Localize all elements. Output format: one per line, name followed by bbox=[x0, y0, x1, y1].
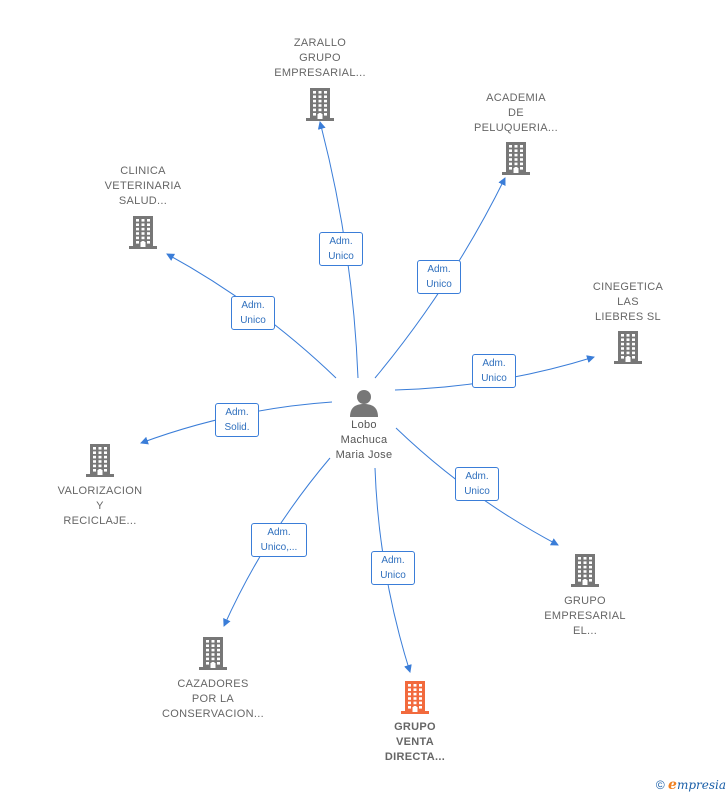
company-name: GRUPO VENTA DIRECTA... bbox=[355, 720, 475, 765]
role-label-zarallo[interactable]: Adm. Unico bbox=[319, 232, 363, 266]
role-label-line: Adm. bbox=[482, 358, 506, 369]
building-icon-wrap bbox=[260, 87, 380, 121]
copyright-symbol: © bbox=[655, 778, 665, 792]
role-label-grupo-venta[interactable]: Adm. Unico bbox=[371, 551, 415, 585]
person-name-line: Lobo bbox=[351, 419, 377, 431]
company-node-grupo-empresarial[interactable]: GRUPO EMPRESARIAL EL... bbox=[525, 553, 645, 639]
company-name-line: CONSERVACION... bbox=[162, 708, 264, 720]
role-label-academia[interactable]: Adm. Unico bbox=[417, 260, 461, 294]
company-node-cazadores[interactable]: CAZADORES POR LA CONSERVACION... bbox=[153, 636, 273, 722]
role-label-line: Unico bbox=[240, 315, 266, 326]
building-icon-wrap bbox=[355, 680, 475, 714]
company-name-line: DE bbox=[508, 107, 524, 119]
role-label-cazadores[interactable]: Adm. Unico,... bbox=[251, 523, 307, 557]
building-icon-wrap bbox=[525, 553, 645, 587]
company-name-line: CINEGETICA bbox=[592, 281, 664, 293]
company-name-line: VENTA bbox=[396, 736, 434, 748]
role-label-line: Adm. bbox=[241, 300, 265, 311]
role-label-line: Unico bbox=[481, 373, 507, 384]
company-name: CAZADORES POR LA CONSERVACION... bbox=[153, 677, 273, 722]
company-node-academia[interactable]: ACADEMIA DE PELUQUERIA... bbox=[456, 91, 576, 175]
company-name-line: ACADEMIA bbox=[486, 92, 546, 104]
role-label-line: Unico bbox=[328, 251, 354, 262]
company-name-line: PELUQUERIA... bbox=[474, 122, 558, 134]
company-name-line: RECICLAJE... bbox=[63, 515, 137, 527]
role-label-cinegetica[interactable]: Adm. Unico bbox=[472, 354, 516, 388]
company-node-grupo-venta[interactable]: GRUPO VENTA DIRECTA... bbox=[355, 680, 475, 765]
building-icon-wrap bbox=[153, 636, 273, 670]
company-name: VALORIZACION Y RECICLAJE... bbox=[40, 484, 160, 529]
company-name: ACADEMIA DE PELUQUERIA... bbox=[456, 91, 576, 136]
brand-logo: empresia bbox=[668, 777, 726, 793]
role-label-grupo-empresarial[interactable]: Adm. Unico bbox=[455, 467, 499, 501]
company-node-valorizacion[interactable]: VALORIZACION Y RECICLAJE... bbox=[40, 443, 160, 529]
role-label-valorizacion[interactable]: Adm. Solid. bbox=[215, 403, 259, 437]
company-node-cinegetica[interactable]: CINEGETICA LAS LIEBRES SL bbox=[568, 280, 688, 364]
person-icon bbox=[350, 390, 378, 417]
building-icon bbox=[571, 554, 599, 587]
building-icon bbox=[86, 444, 114, 477]
company-name: ZARALLO GRUPO EMPRESARIAL... bbox=[260, 36, 380, 81]
role-label-line: Unico bbox=[464, 486, 490, 497]
role-label-line: Adm. bbox=[427, 264, 451, 275]
role-label-line: Adm. bbox=[267, 527, 291, 538]
company-name-line: CLINICA bbox=[120, 165, 166, 177]
company-name-line: GRUPO bbox=[394, 721, 436, 733]
footer-brand[interactable]: © empresia bbox=[656, 777, 726, 793]
company-name-line: VETERINARIA bbox=[104, 180, 182, 192]
company-name-line: Y bbox=[96, 500, 104, 512]
building-icon-wrap bbox=[83, 215, 203, 249]
building-icon-wrap bbox=[40, 443, 160, 477]
company-name-line: GRUPO bbox=[299, 52, 341, 64]
company-name: GRUPO EMPRESARIAL EL... bbox=[525, 594, 645, 639]
company-name-line: LIEBRES SL bbox=[595, 311, 661, 323]
person-name-line: Machuca bbox=[340, 434, 388, 446]
person-name-line: Maria Jose bbox=[335, 449, 393, 461]
role-label-line: Unico,... bbox=[260, 542, 298, 553]
company-name-line: CAZADORES bbox=[177, 678, 249, 690]
building-icon bbox=[401, 681, 429, 714]
company-node-clinica[interactable]: CLINICA VETERINARIA SALUD... bbox=[83, 164, 203, 249]
building-icon bbox=[306, 88, 334, 121]
company-name-line: LAS bbox=[617, 296, 639, 308]
company-name-line: SALUD... bbox=[118, 195, 168, 207]
building-icon bbox=[614, 331, 642, 364]
company-name: CLINICA VETERINARIA SALUD... bbox=[83, 164, 203, 209]
role-label-line: Unico bbox=[380, 570, 406, 581]
company-name-line: EMPRESARIAL... bbox=[274, 67, 366, 79]
role-label-line: Adm. bbox=[329, 236, 353, 247]
building-icon-wrap bbox=[456, 141, 576, 175]
role-label-line: Adm. bbox=[381, 555, 405, 566]
company-name-line: VALORIZACION bbox=[57, 485, 143, 497]
building-icon bbox=[199, 637, 227, 670]
building-icon bbox=[129, 216, 157, 249]
building-icon-wrap bbox=[568, 330, 688, 364]
company-name-line: ZARALLO bbox=[293, 37, 347, 49]
building-icon bbox=[502, 142, 530, 175]
center-person[interactable]: Lobo Machuca Maria Jose bbox=[318, 388, 410, 463]
company-node-zarallo[interactable]: ZARALLO GRUPO EMPRESARIAL... bbox=[260, 36, 380, 121]
company-name-line: DIRECTA... bbox=[384, 751, 446, 763]
company-name-line: EMPRESARIAL bbox=[544, 610, 626, 622]
role-label-line: Adm. bbox=[465, 471, 489, 482]
company-name-line: EL... bbox=[572, 625, 598, 637]
role-label-line: Adm. bbox=[225, 407, 249, 418]
company-name-line: POR LA bbox=[191, 693, 235, 705]
company-name: CINEGETICA LAS LIEBRES SL bbox=[568, 280, 688, 325]
role-label-clinica[interactable]: Adm. Unico bbox=[231, 296, 275, 330]
person-name: Lobo Machuca Maria Jose bbox=[318, 418, 410, 463]
role-label-line: Unico bbox=[426, 279, 452, 290]
role-label-line: Solid. bbox=[224, 422, 250, 433]
company-name-line: GRUPO bbox=[564, 595, 606, 607]
